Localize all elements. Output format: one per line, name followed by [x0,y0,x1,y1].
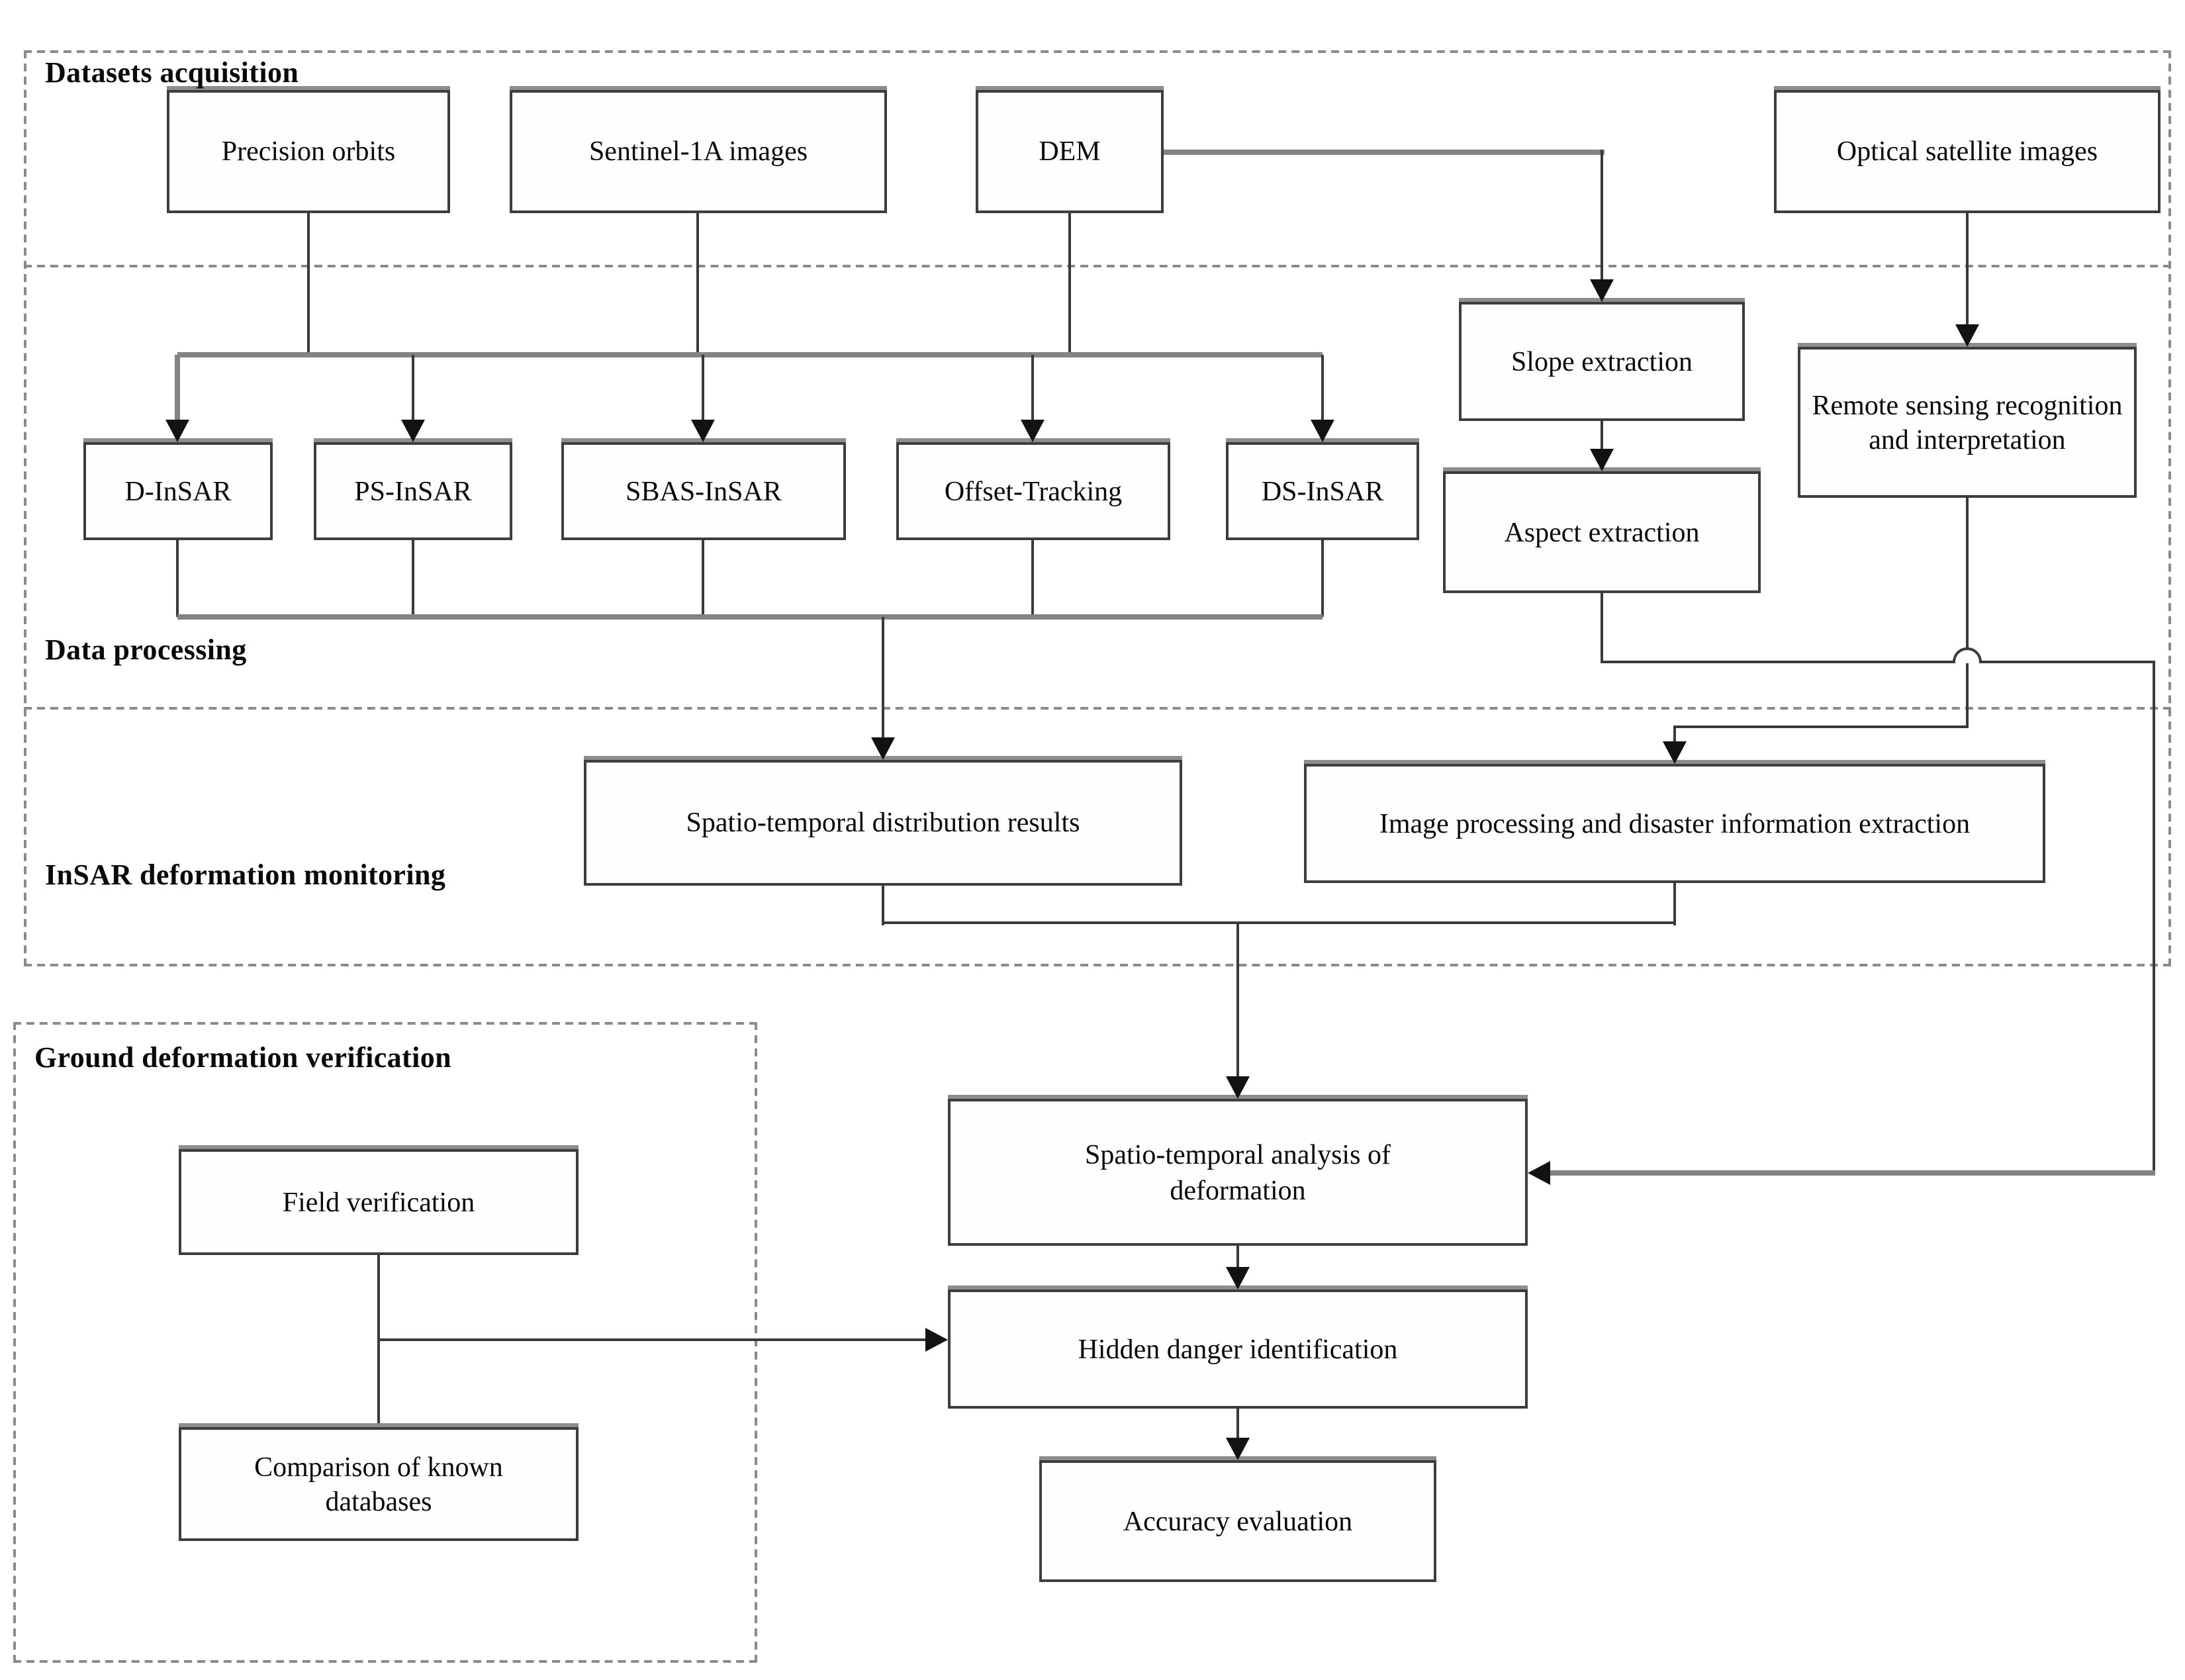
connector-bus1 [177,352,1323,357]
connector-analysis-to-hidden [1236,1246,1239,1271]
arrowhead-into-hidden-danger-left [925,1328,948,1352]
node-label: Spatio-temporal analysis of deformation [1085,1139,1391,1206]
connector-sbas-insar-to-bus2 [702,540,704,617]
connector-image-processing-down [1673,883,1676,925]
connector-merge-to-analysis [1236,923,1239,1080]
connector-bus1-to-d-insar [175,355,180,421]
node-label: D-InSAR [124,475,232,507]
connector-dem-to-bus [1068,213,1071,355]
connector-bus1-to-ds-insar [1321,355,1324,421]
node-label: DEM [1039,135,1101,167]
arrowhead-into-slope-extraction [1590,279,1614,302]
arrowhead-into-d-insar [165,420,189,442]
connector-bus2 [177,614,1323,620]
node-comparison-of-known-databases: Comparison of known databases [179,1427,579,1541]
node-label: Precision orbits [221,135,396,167]
connector-sentinel-to-bus [696,213,699,355]
node-spatio-temporal-distribution-results: Spatio-temporal distribution results [584,760,1182,886]
node-label: Comparison of known databases [254,1450,503,1518]
connector-feed-analysis-right [1549,1170,2155,1176]
node-precision-orbits: Precision orbits [167,90,450,213]
arrowhead-into-analysis-right [1528,1161,1550,1185]
connector-bus1-to-sbas-insar [702,355,704,421]
node-label: Sentinel-1A images [588,135,808,167]
node-label: Remote sensing recognition and interpret… [1812,389,2123,456]
connector-hidden-to-accuracy [1236,1409,1239,1440]
arrowhead-into-hidden-danger [1226,1267,1250,1289]
node-label: Accuracy evaluation [1123,1505,1353,1537]
connector-verification-to-hidden [377,1338,928,1341]
section-label-datasets-acquisition: Datasets acquisition [45,56,299,89]
connector-ps-insar-to-bus2 [412,540,414,617]
connector-merge-horizontal [882,921,1676,924]
node-label: DS-InSAR [1261,475,1384,507]
connector-optical-to-remote [1966,213,1969,327]
connector-precision-to-bus [307,213,310,355]
section-divider-processing-monitoring [24,707,2171,710]
connector-d-insar-to-bus2 [176,540,179,617]
arrowhead-into-accuracy [1226,1438,1250,1460]
section-label-ground-deformation-verification: Ground deformation verification [34,1041,451,1074]
node-aspect-extraction: Aspect extraction [1443,471,1761,593]
node-label: Field verification [282,1186,475,1218]
section-frame-ground-verification [13,1022,757,1663]
node-spatio-temporal-analysis: Spatio-temporal analysis of deformation [948,1099,1528,1246]
node-ps-insar: PS-InSAR [314,442,512,540]
arrowhead-into-sbas-insar [691,420,715,442]
node-image-processing-disaster-extraction: Image processing and disaster informatio… [1304,764,2045,883]
node-label: SBAS-InSAR [626,475,782,507]
node-sbas-insar: SBAS-InSAR [561,442,846,540]
connector-field-to-comparison [377,1255,380,1427]
node-remote-sensing-recognition: Remote sensing recognition and interpret… [1798,347,2137,498]
arrowhead-into-distribution-results [871,737,895,760]
node-optical-satellite-images: Optical satellite images [1774,90,2161,213]
node-label: Spatio-temporal distribution results [686,806,1080,839]
node-ds-insar: DS-InSAR [1226,442,1419,540]
arrowhead-into-image-processing [1663,741,1687,764]
connector-offset-tracking-to-bus2 [1031,540,1034,617]
section-frame-top-group [24,50,2171,966]
section-label-insar-deformation-monitoring: InSAR deformation monitoring [45,858,446,891]
connector-aspect-right [1601,661,2155,663]
connector-bus2-to-distribution-results [882,617,884,739]
node-sentinel-1a-images: Sentinel-1A images [510,90,887,213]
connector-right-edge-down [2153,661,2155,1173]
connector-remote-jog-left [1673,725,1967,728]
node-field-verification: Field verification [179,1149,579,1255]
connector-bus1-to-ps-insar [412,355,414,421]
arrowhead-into-aspect-extraction [1590,449,1614,471]
node-label: PS-InSAR [354,475,472,507]
arrowhead-into-remote-sensing [1955,324,1979,347]
node-accuracy-evaluation: Accuracy evaluation [1039,1460,1436,1582]
arrowhead-into-offset-tracking [1021,420,1045,442]
node-label: Optical satellite images [1836,135,2098,167]
arrowhead-into-ds-insar [1311,420,1334,442]
node-offset-tracking: Offset-Tracking [896,442,1170,540]
node-dem: DEM [976,90,1164,213]
connector-ds-insar-to-bus2 [1321,540,1324,617]
connector-results-down [882,886,884,925]
connector-remote-down [1966,498,1969,728]
connector-slope-to-aspect [1601,421,1603,453]
connector-into-image-processing [1673,725,1676,745]
node-label: Image processing and disaster informatio… [1379,807,1971,839]
arrowhead-into-analysis-top [1226,1076,1250,1099]
node-hidden-danger-identification: Hidden danger identification [948,1289,1528,1409]
node-label: Offset-Tracking [944,475,1123,507]
node-d-insar: D-InSAR [83,442,273,540]
section-divider-datasets-processing [24,265,2171,267]
arrowhead-into-ps-insar [401,420,425,442]
connector-dem-to-slope-vertical [1601,150,1603,282]
connector-dem-to-slope-horizontal [1164,150,1604,155]
node-label: Hidden danger identification [1078,1332,1398,1365]
node-slope-extraction: Slope extraction [1459,302,1745,421]
node-label: Aspect extraction [1504,516,1700,548]
section-label-data-processing: Data processing [45,633,247,666]
connector-bus1-to-offset-tracking [1031,355,1034,421]
connector-aspect-down [1601,593,1603,663]
node-label: Slope extraction [1511,345,1693,377]
